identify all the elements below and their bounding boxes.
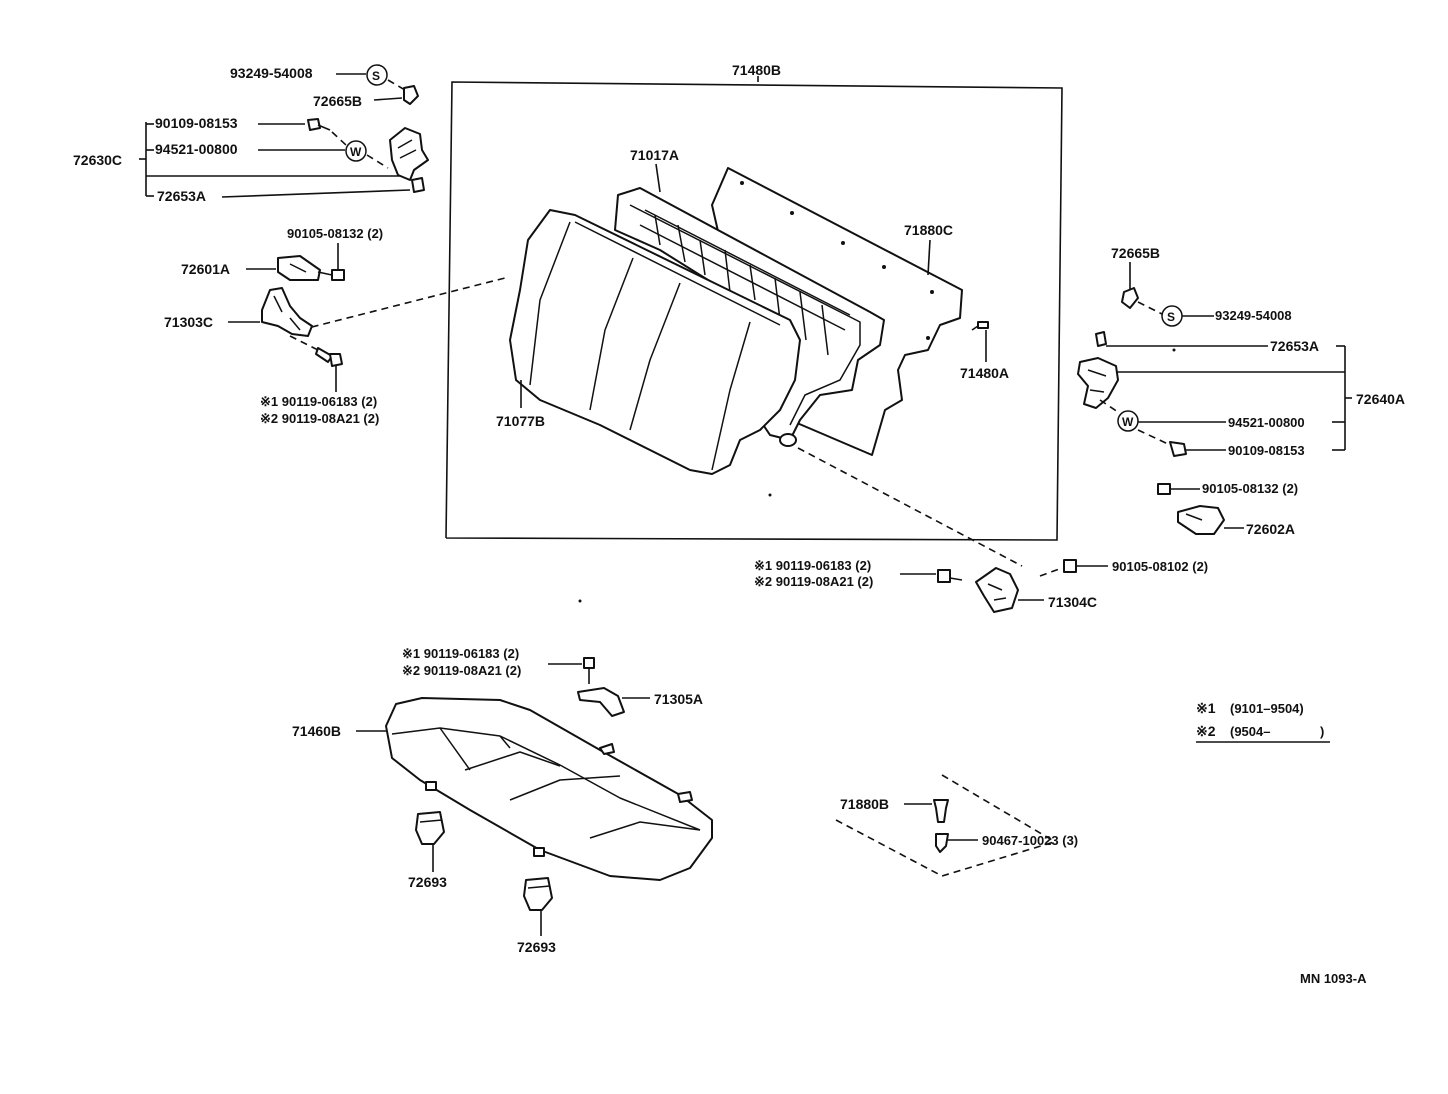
legend-mark-1: ※1 xyxy=(1196,700,1216,716)
right-hinge-group: 72665B S 93249-54008 72653A 72640A W 945… xyxy=(1077,245,1405,458)
label-m2-left: ※2 90119-08A21 (2) xyxy=(260,411,379,426)
left-hinge-bracket: 71303C ※1 90119-06183 (2) ※2 90119-08A21… xyxy=(164,287,379,426)
label-71460B: 71460B xyxy=(292,723,341,739)
legend-range-2-close: ) xyxy=(1320,724,1324,739)
label-m2-center: ※2 90119-08A21 (2) xyxy=(754,574,873,589)
label-m2-bottom: ※2 90119-08A21 (2) xyxy=(402,663,521,678)
right-bracket-group: 90105-08132 (2) 72602A xyxy=(1157,481,1298,537)
legend-mark-2: ※2 xyxy=(1196,723,1216,739)
label-72653A-right: 72653A xyxy=(1270,338,1319,354)
seat-back-cushion xyxy=(509,209,801,475)
label-m1-center: ※1 90119-06183 (2) xyxy=(754,558,871,573)
label-72693-a: 72693 xyxy=(408,874,447,890)
label-90109-left: 90109-08153 xyxy=(155,115,238,131)
seat-back-assembly-box: 71480B xyxy=(445,62,1063,541)
seat-cushion-group: ※1 90119-06183 (2) ※2 90119-08A21 (2) 71… xyxy=(292,646,713,881)
label-72601A: 72601A xyxy=(181,261,230,277)
label-71480A: 71480A xyxy=(960,365,1009,381)
clip-72693-a: 72693 xyxy=(408,811,447,890)
left-bracket-group: 90105-08132 (2) 72601A xyxy=(181,226,383,281)
w-circle-left: W xyxy=(350,145,362,159)
diagram-code: MN 1093-A xyxy=(1300,971,1367,986)
label-93249-left: 93249-54008 xyxy=(230,65,313,81)
bolt-71480A xyxy=(971,321,989,362)
legend: ※1 (9101–9504) ※2 (9504– ) xyxy=(1196,700,1330,743)
left-hinge-group: 93249-54008 S 72665B 72630C 90109-08153 … xyxy=(73,64,429,204)
clip-72693-b: 72693 xyxy=(517,877,556,955)
label-71880C: 71880C xyxy=(904,222,953,238)
w-circle-right: W xyxy=(1122,415,1134,429)
label-72665B-right: 72665B xyxy=(1111,245,1160,261)
label-71305A: 71305A xyxy=(654,691,703,707)
label-72665B-left: 72665B xyxy=(313,93,362,109)
legend-range-1: (9101–9504) xyxy=(1230,701,1304,716)
label-72630C: 72630C xyxy=(73,152,122,168)
label-90105-08132-right: 90105-08132 (2) xyxy=(1202,481,1298,496)
label-71304C: 71304C xyxy=(1048,594,1097,610)
label-72693-b: 72693 xyxy=(517,939,556,955)
label-m1-left: ※1 90119-06183 (2) xyxy=(260,394,377,409)
label-72640A: 72640A xyxy=(1356,391,1405,407)
legend-range-2: (9504– xyxy=(1230,724,1270,739)
label-71303C: 71303C xyxy=(164,314,213,330)
label-90105-08132-left: 90105-08132 (2) xyxy=(287,226,383,241)
label-71077B: 71077B xyxy=(496,413,545,429)
s-circle-right: S xyxy=(1167,310,1175,324)
fastener-group: 71880B 90467-10023 (3) xyxy=(835,774,1078,877)
right-hinge-bracket: 90105-08102 (2) ※1 90119-06183 (2) ※2 90… xyxy=(754,558,1208,613)
label-90105-08102: 90105-08102 (2) xyxy=(1112,559,1208,574)
label-71480B: 71480B xyxy=(732,62,781,78)
label-m1-bottom: ※1 90119-06183 (2) xyxy=(402,646,519,661)
label-71017A: 71017A xyxy=(630,147,679,163)
label-72602A: 72602A xyxy=(1246,521,1295,537)
label-72653A-left: 72653A xyxy=(157,188,206,204)
label-94521-left: 94521-00800 xyxy=(155,141,238,157)
label-93249-right: 93249-54008 xyxy=(1215,308,1292,323)
label-90467: 90467-10023 (3) xyxy=(982,833,1078,848)
label-90109-right: 90109-08153 xyxy=(1228,443,1305,458)
label-94521-right: 94521-00800 xyxy=(1228,415,1305,430)
label-71880B: 71880B xyxy=(840,796,889,812)
s-circle-left: S xyxy=(372,69,380,83)
